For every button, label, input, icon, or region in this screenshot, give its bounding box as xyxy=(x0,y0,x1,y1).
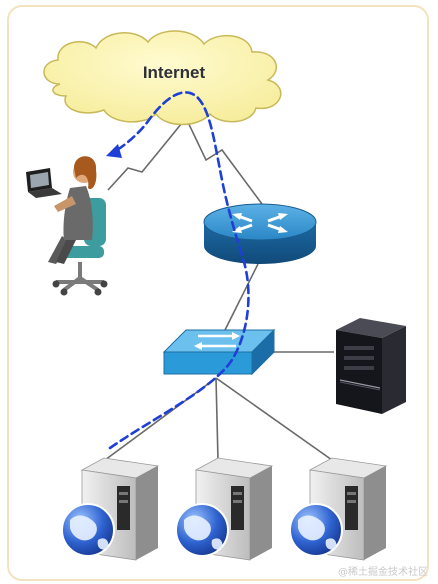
link-router-to-switch xyxy=(224,263,259,331)
network-links xyxy=(104,117,334,461)
switch-icon xyxy=(162,328,276,376)
tower-server-icon xyxy=(336,318,406,414)
link-switch-to-server-3 xyxy=(215,377,333,461)
link-internet-to-router xyxy=(185,117,263,205)
cloud-label: Internet xyxy=(143,63,206,82)
laptop-user-icon xyxy=(26,156,108,296)
web-server-icon xyxy=(175,457,274,561)
router-icon xyxy=(203,203,317,264)
web-server-icon xyxy=(61,457,160,561)
link-internet-to-user xyxy=(107,117,187,191)
arrowhead-icon xyxy=(106,144,122,158)
watermark: @稀土掘金技术社区 xyxy=(338,567,428,578)
cloud-icon: Internet xyxy=(43,30,282,126)
web-server-icon xyxy=(289,457,388,561)
traffic-path xyxy=(106,91,250,450)
link-switch-to-server-2 xyxy=(215,377,219,461)
